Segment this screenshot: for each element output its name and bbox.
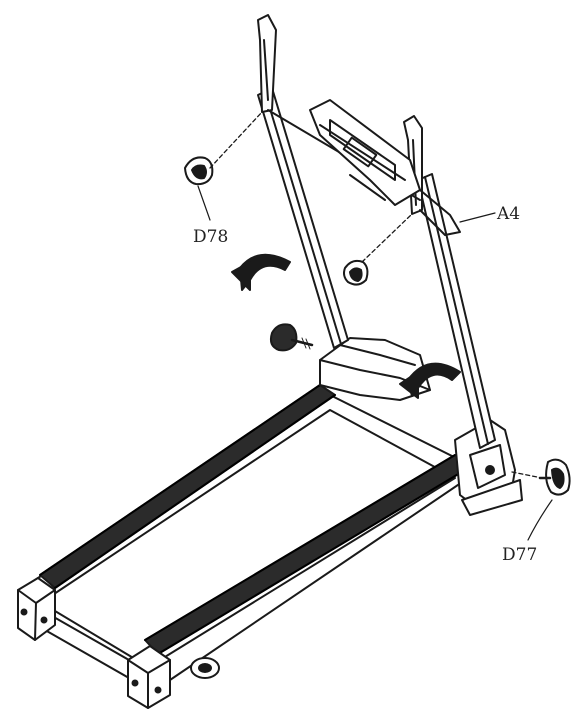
transport-wheel [190,657,220,679]
right-upright-post [403,115,496,449]
knob-icon [538,458,571,496]
label-a4: A4 [496,204,520,224]
right-upright-mount [454,419,523,516]
guide-line-center [361,213,413,263]
leader-a4 [459,212,496,223]
knob-icon [343,259,369,286]
knob-icon [184,156,214,186]
leader-d78 [197,185,211,221]
rotate-arrow-icon [231,253,291,291]
guide-line-d78 [209,111,263,169]
rotate-arrow-icon [399,362,461,399]
knob-icon [269,323,314,352]
leader-d77 [527,499,553,541]
left-end-cap [17,577,56,641]
left-belt-rail [39,384,336,589]
console-panel [309,99,461,236]
label-d78: D78 [193,227,228,247]
label-d77: D77 [502,545,537,565]
guide-line-d77 [511,471,543,479]
right-end-cap [127,645,171,709]
left-upright-post [257,14,349,349]
